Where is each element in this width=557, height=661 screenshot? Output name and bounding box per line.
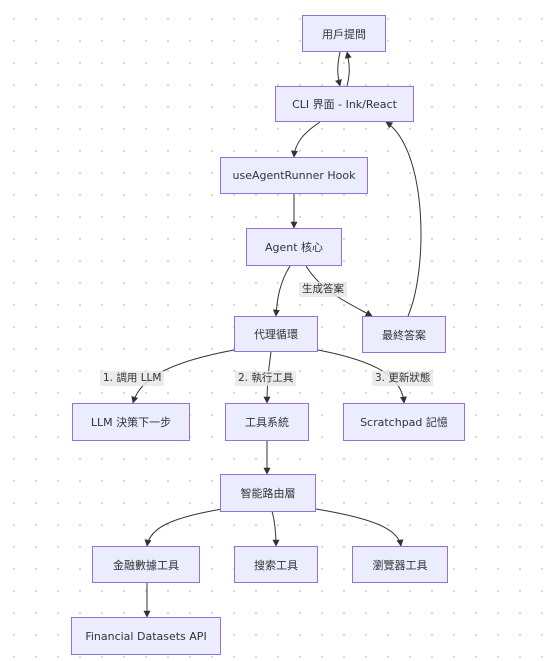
- node-financial-api-label: Financial Datasets API: [85, 629, 207, 643]
- edge-label-call-llm: 1. 調用 LLM: [100, 371, 165, 386]
- node-use-agent-runner-hook: useAgentRunner Hook: [220, 157, 368, 194]
- edge-label-execute-tool: 2. 執行工具: [235, 371, 297, 386]
- node-scratchpad-label: Scratchpad 記憶: [360, 416, 448, 429]
- node-llm-decide-label: LLM 決策下一步: [90, 416, 172, 429]
- node-cli-interface: CLI 界面 - Ink/React: [275, 86, 414, 122]
- edge-question-to-cli: [335, 51, 342, 87]
- edge-final-answer-to-cli: [385, 121, 422, 317]
- node-browser-tool: 瀏覽器工具: [352, 546, 448, 583]
- node-final-answer: 最終答案: [362, 316, 446, 353]
- node-llm-decide: LLM 決策下一步: [72, 403, 190, 441]
- node-agent-core: Agent 核心: [246, 228, 342, 266]
- node-agent-loop-label: 代理循環: [254, 328, 298, 341]
- node-tool-system: 工具系統: [225, 403, 309, 441]
- node-hook-label: useAgentRunner Hook: [232, 169, 356, 182]
- node-user-question: 用戶提問: [302, 15, 386, 52]
- edge-agent-core-to-loop: [272, 265, 291, 317]
- node-smart-router: 智能路由層: [220, 474, 316, 512]
- edge-cli-to-question: [344, 51, 352, 87]
- node-finance-data-tool: 金融數據工具: [92, 546, 200, 583]
- node-browser-tool-label: 瀏覽器工具: [372, 558, 428, 572]
- edge-cli-to-hook: [290, 121, 321, 158]
- node-agent-loop: 代理循環: [234, 316, 318, 352]
- edge-router-to-search: [271, 510, 280, 547]
- node-tool-system-label: 工具系統: [245, 416, 289, 429]
- node-final-answer-label: 最終答案: [382, 328, 426, 342]
- node-cli-interface-label: CLI 界面 - Ink/React: [292, 98, 397, 111]
- edge-label-generate-answer: 生成答案: [299, 282, 347, 297]
- node-finance-tool-label: 金融數據工具: [113, 558, 179, 572]
- node-scratchpad-memory: Scratchpad 記憶: [343, 403, 465, 441]
- node-search-tool: 搜索工具: [234, 546, 318, 583]
- node-search-tool-label: 搜索工具: [254, 558, 298, 572]
- edge-router-to-browser: [315, 508, 404, 547]
- edge-router-to-finance: [144, 508, 223, 547]
- node-user-question-label: 用戶提問: [322, 27, 366, 41]
- node-agent-core-label: Agent 核心: [264, 241, 324, 254]
- edge-label-update-state: 3. 更新狀態: [372, 371, 434, 386]
- node-financial-datasets-api: Financial Datasets API: [71, 617, 221, 655]
- node-smart-router-label: 智能路由層: [240, 487, 296, 500]
